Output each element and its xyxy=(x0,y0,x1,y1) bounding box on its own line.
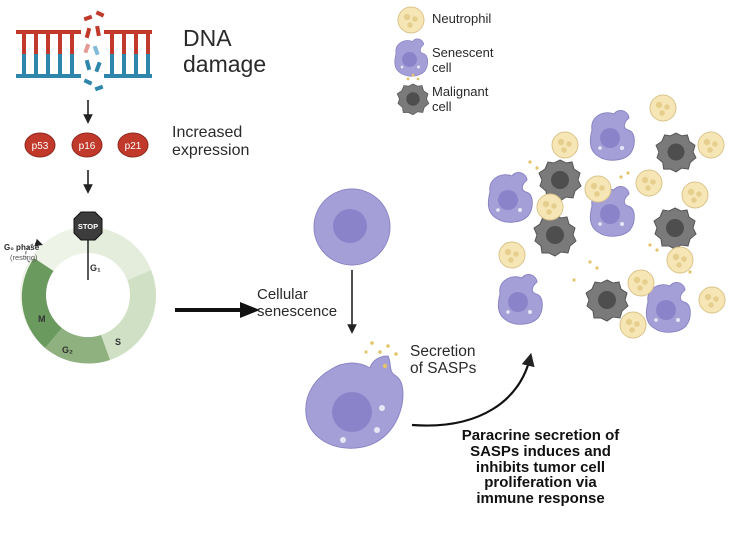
protein-p53: p53 xyxy=(24,132,56,158)
svg-text:p53: p53 xyxy=(32,141,49,152)
normal-cell-icon xyxy=(313,188,391,266)
resting-label: (resting) xyxy=(10,253,38,262)
protein-p16: p16 xyxy=(71,132,103,158)
svg-text:p21: p21 xyxy=(125,141,142,152)
protein-p21: p21 xyxy=(117,132,149,158)
phase-s-label: S xyxy=(115,337,121,347)
legend-senescent-icon xyxy=(394,38,429,77)
legend-malignant-icon xyxy=(396,83,430,116)
phase-g1-label: G₁ xyxy=(90,263,101,273)
stop-sign-icon: STOP xyxy=(73,211,103,241)
arrow-to-tumor xyxy=(411,352,535,427)
legend-neutrophil-label: Neutrophil xyxy=(432,11,492,26)
phase-g2-segment xyxy=(45,328,110,364)
phase-g2-label: G₂ xyxy=(62,345,73,355)
paracrine-caption: Paracrine secretion of SASPs induces and… xyxy=(461,427,620,507)
cell-cycle-wheel: G₁ S G₂ M xyxy=(20,227,157,364)
tumor-microenvironment-cluster xyxy=(487,94,726,339)
svg-text:STOP: STOP xyxy=(78,222,98,231)
dna-strand-icon xyxy=(16,10,152,92)
arrow-to-senescence xyxy=(175,302,260,318)
senescent-cell-large-icon xyxy=(305,341,404,449)
legend-neutrophil-icon xyxy=(397,6,425,34)
g0-phase-label: G₀ phase xyxy=(4,243,40,252)
phase-s-segment xyxy=(101,270,157,360)
phase-m-label: M xyxy=(38,314,46,324)
svg-text:p16: p16 xyxy=(79,141,96,152)
phase-m-segment xyxy=(21,258,62,348)
